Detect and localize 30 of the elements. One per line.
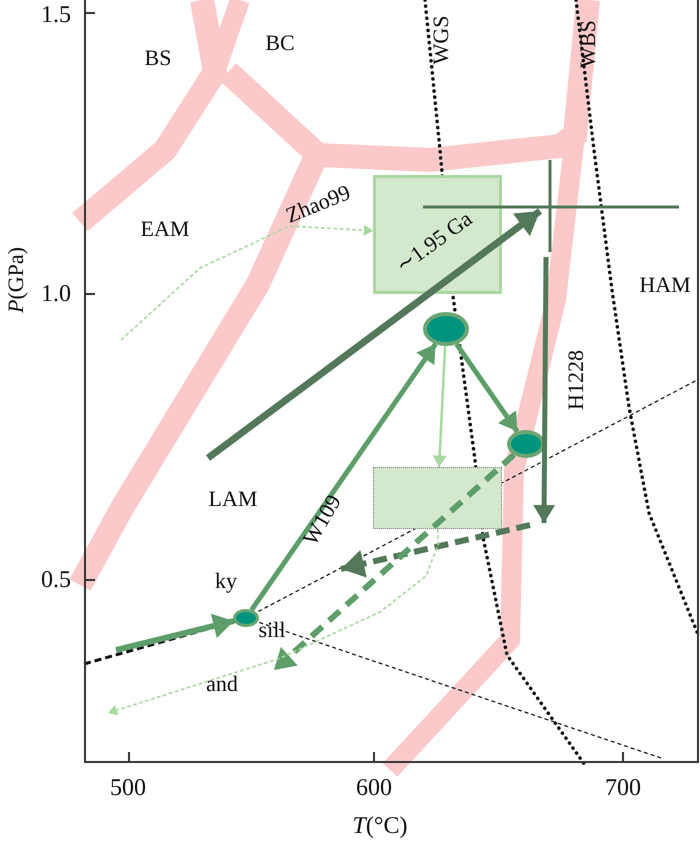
plot-label: EAM bbox=[140, 218, 190, 240]
field-box bbox=[373, 175, 502, 294]
arrow bbox=[115, 614, 235, 653]
tick-label: 1.0 bbox=[41, 282, 71, 306]
plot-label: H1228 bbox=[565, 350, 587, 410]
arrow bbox=[108, 529, 439, 716]
plot-label: ky bbox=[215, 570, 237, 592]
plot-label: BS bbox=[144, 47, 172, 69]
arrow bbox=[250, 342, 438, 612]
tick-label: 600 bbox=[356, 776, 392, 800]
tick-label: 500 bbox=[110, 776, 146, 800]
plot-label: Zhao99 bbox=[282, 181, 354, 227]
plot-label: WGS bbox=[430, 16, 452, 64]
arrow bbox=[454, 342, 520, 433]
axis-title: T(°C) bbox=[352, 814, 408, 838]
arrow bbox=[120, 224, 374, 341]
tick-label: 0.5 bbox=[41, 568, 71, 592]
tick-label: 1.5 bbox=[41, 3, 71, 27]
arrow bbox=[432, 346, 447, 468]
plot-label: BC bbox=[265, 32, 295, 54]
plot-label: HAM bbox=[639, 274, 691, 296]
axis-title: P(GPa) bbox=[5, 247, 27, 313]
sample-ellipse bbox=[423, 312, 469, 346]
sample-ellipse bbox=[233, 609, 259, 627]
field-box bbox=[373, 467, 502, 529]
arrow bbox=[272, 452, 516, 672]
tick-label: 700 bbox=[605, 776, 641, 800]
plot-label: LAM bbox=[208, 488, 258, 510]
plot-label: sill bbox=[258, 619, 286, 641]
plot-label: and bbox=[206, 673, 238, 695]
